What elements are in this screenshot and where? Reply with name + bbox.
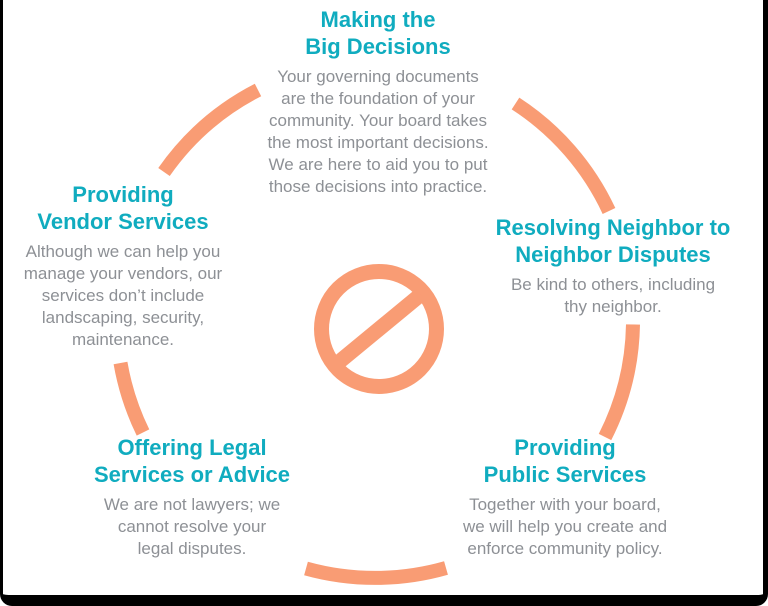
- section-heading: Making the Big Decisions: [305, 7, 451, 59]
- section-providing-public-services: Providing Public Services Together with …: [425, 434, 705, 560]
- circle-arc-bottom-left: [113, 361, 150, 436]
- section-offering-legal-services: Offering Legal Services or Advice We are…: [52, 434, 332, 560]
- section-resolving-neighbor-disputes: Resolving Neighbor to Neighbor Disputes …: [473, 214, 753, 318]
- section-body: Be kind to others, including thy neighbo…: [510, 275, 716, 316]
- section-body: Together with your board, we will help y…: [462, 495, 668, 558]
- section-heading: Providing Vendor Services: [37, 182, 209, 234]
- prohibition-icon: [314, 264, 444, 394]
- section-providing-vendor-services: Providing Vendor Services Although we ca…: [0, 181, 263, 351]
- section-body: We are not lawyers; we cannot resolve yo…: [103, 495, 281, 558]
- section-heading: Providing Public Services: [483, 435, 647, 487]
- prohibition-icon-ring: [314, 264, 444, 394]
- circle-arc-bottom: [304, 561, 448, 585]
- section-heading: Offering Legal Services or Advice: [93, 435, 291, 487]
- section-making-big-decisions: Making the Big Decisions Your governing …: [198, 6, 558, 198]
- section-heading: Resolving Neighbor to Neighbor Disputes: [495, 215, 731, 267]
- prohibition-icon-slash: [332, 288, 426, 370]
- circle-arc-right: [598, 324, 640, 441]
- circle-arc-top-right: [511, 97, 616, 214]
- circle-arc-top-left: [158, 83, 262, 177]
- section-body: Although we can help you manage your ven…: [23, 242, 223, 349]
- section-body: Your governing documents are the foundat…: [267, 67, 489, 196]
